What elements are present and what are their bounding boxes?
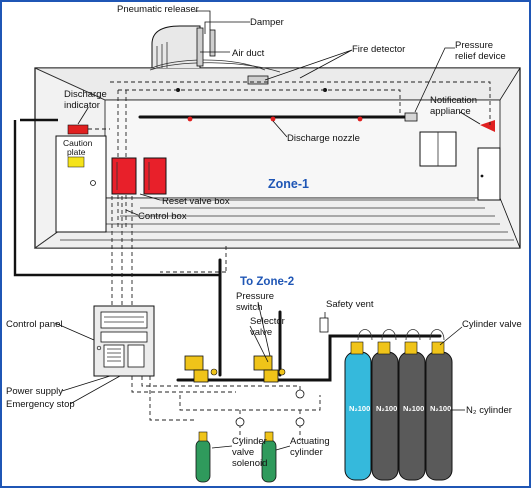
label-cylinder-valve-solenoid-3: solenoid <box>232 458 267 469</box>
label-cylinder-valve: Cylinder valve <box>462 319 522 330</box>
label-selector-valve-1: Selector <box>250 316 285 327</box>
label-cylinder-valve-solenoid-2: valve <box>232 447 254 458</box>
label-n2-cylinder: N₂ cylinder <box>466 405 512 416</box>
cylinder-marking: N₂100 <box>430 404 451 413</box>
discharge-nozzle-icon <box>271 117 276 122</box>
damper-icon <box>197 28 203 66</box>
cylinder-valve-icon <box>432 342 444 354</box>
label-caution-plate-2: plate <box>67 147 86 157</box>
cylinder-valve-icon <box>351 342 363 354</box>
label-pressure-relief-device-1: Pressure <box>455 40 493 51</box>
label-pressure-relief-device-2: relief device <box>455 51 506 62</box>
label-discharge-indicator-2: indicator <box>64 100 100 111</box>
label-air-duct: Air duct <box>232 48 265 59</box>
cylinder-valve-icon <box>405 342 417 354</box>
cylinder-marking: N₂100 <box>349 404 370 413</box>
label-pneumatic-releaser: Pneumatic releaser <box>117 4 199 15</box>
n2-cylinder <box>345 352 371 480</box>
cylinder-marking: N₂100 <box>403 404 424 413</box>
control-panel-cabinet <box>94 306 154 376</box>
label-control-box: Control box <box>138 211 187 222</box>
n2-cylinder <box>372 352 398 480</box>
n2-cylinder <box>399 352 425 480</box>
label-pressure-switch-1: Pressure <box>236 291 274 302</box>
label-emergency-stop: Emergency stop <box>6 399 75 410</box>
label-reset-valve-box: Reset valve box <box>162 196 230 207</box>
caution-plate-icon <box>68 157 84 167</box>
pressure-relief-device-icon <box>405 113 417 121</box>
label-cylinder-valve-solenoid-1: Cylinder <box>232 436 267 447</box>
n2-cylinder-bank: N₂100 N₂100 N₂100 N₂100 <box>345 342 452 480</box>
n2-cylinder <box>426 352 452 480</box>
discharge-nozzle-icon <box>188 117 193 122</box>
label-pressure-switch-2: switch <box>236 302 262 313</box>
label-control-panel: Control panel <box>6 319 63 330</box>
label-zone-1: Zone-1 <box>268 177 309 191</box>
label-discharge-nozzle: Discharge nozzle <box>287 133 360 144</box>
discharge-nozzle-icon <box>358 117 363 122</box>
room-door <box>478 148 500 200</box>
label-notification-appliance-2: appliance <box>430 106 471 117</box>
safety-vent-icon <box>320 318 328 332</box>
label-to-zone-2: To Zone-2 <box>240 276 294 288</box>
label-selector-valve-2: valve <box>250 327 272 338</box>
label-damper: Damper <box>250 17 284 28</box>
discharge-indicator-icon <box>68 125 88 134</box>
label-safety-vent: Safety vent <box>326 299 374 310</box>
label-notification-appliance-1: Notification <box>430 95 477 106</box>
label-actuating-cylinder-1: Actuating <box>290 436 330 447</box>
label-actuating-cylinder-2: cylinder <box>290 447 323 458</box>
label-discharge-indicator-1: Discharge <box>64 89 107 100</box>
cylinder-valve-icon <box>378 342 390 354</box>
label-power-supply: Power supply <box>6 386 63 397</box>
cylinder-marking: N₂100 <box>376 404 397 413</box>
label-fire-detector: Fire detector <box>352 44 405 55</box>
